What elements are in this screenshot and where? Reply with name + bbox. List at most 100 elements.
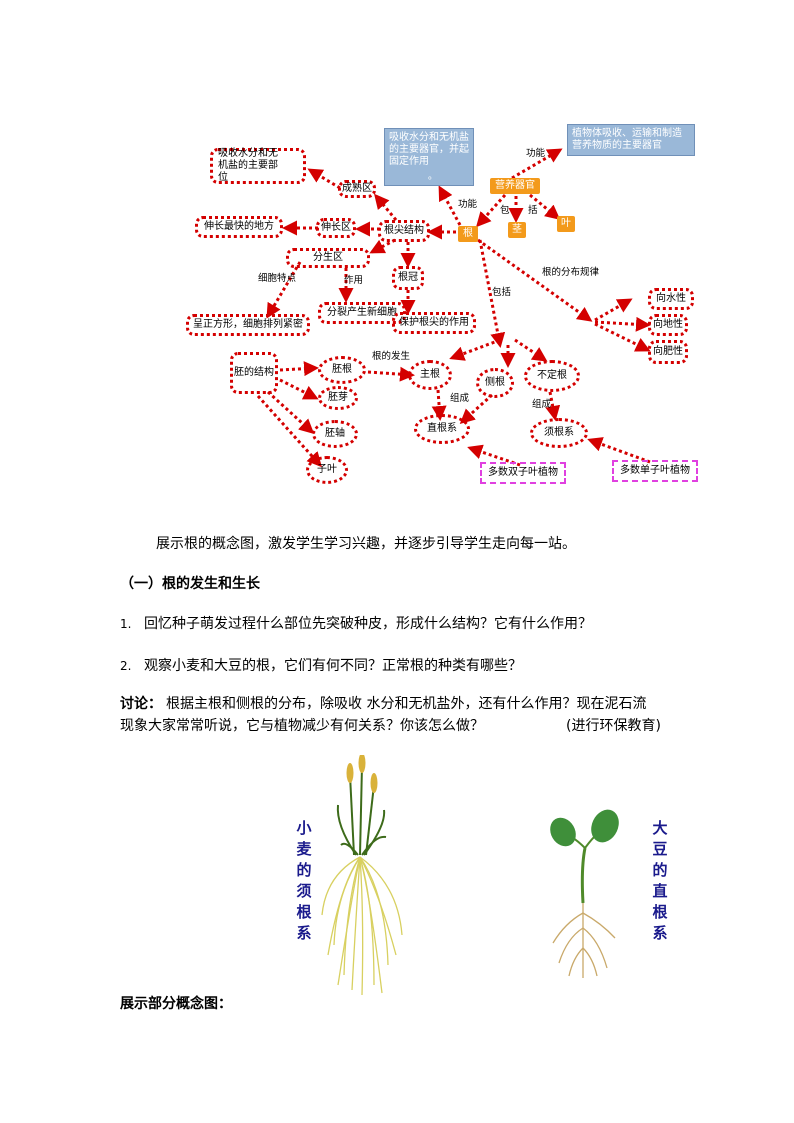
geotropism-text: 向地性 <box>653 319 683 330</box>
discussion-line-2: 现象大家常常听说，它与植物减少有何关系？你该怎么做？ <box>120 718 484 734</box>
lateral-root-text: 侧根 <box>485 377 505 388</box>
elongation-zone-text: 伸长区 <box>321 222 351 233</box>
adventitious-root-text: 不定根 <box>537 370 567 381</box>
node-protect-tip: 保护根尖的作用 <box>392 312 476 334</box>
label-compose-2: 组成 <box>532 399 552 410</box>
soybean-plant-illustration <box>550 809 619 978</box>
node-elongation-zone: 伸长区 <box>316 218 356 238</box>
discussion-line-1: 根据主根和侧根的分布，除吸收 水分和无机盐外，还有什么作用？现在泥石流 <box>166 696 647 712</box>
intro-paragraph: 展示根的概念图，激发学生学习兴趣，并逐步引导学生走向每一站。 <box>156 536 576 552</box>
node-root-tip-structure: 根尖结构 <box>378 220 430 242</box>
main-root-text: 主根 <box>420 369 440 380</box>
wheat-caption: 小 麦 的 须 根 系 <box>294 818 314 944</box>
wheat-caption-char: 麦 <box>296 840 312 858</box>
node-fibrous-root-system: 须根系 <box>530 418 588 448</box>
label-baokuo: 包括 <box>492 287 512 298</box>
node-maturation-zone: 成熟区 <box>338 180 376 198</box>
embryo-structure-text: 胚的结构 <box>234 367 274 378</box>
concept-map-arrows <box>256 148 651 468</box>
discussion-label: 讨论： <box>120 696 162 712</box>
root-cap-text: 根冠 <box>398 272 418 283</box>
protect-tip-text: 保护根尖的作用 <box>399 317 469 328</box>
hypocotyl-text: 胚轴 <box>325 428 345 439</box>
stem-text: 茎 <box>512 224 522 235</box>
question-1: 回忆种子萌发过程什么部位先突破种皮，形成什么结构？它有什么作用？ <box>144 616 592 632</box>
node-fertilizer-tropism: 向肥性 <box>648 340 688 364</box>
soybean-caption-char: 的 <box>652 861 668 879</box>
node-stem: 茎 <box>508 222 526 238</box>
discussion-note: (进行环保教育) <box>566 718 661 734</box>
node-embryo-structure: 胚的结构 <box>230 352 278 394</box>
label-bao: 包 <box>500 205 510 216</box>
fibrous-root-system-text: 须根系 <box>544 427 574 438</box>
node-geotropism: 向地性 <box>648 314 688 336</box>
blue-box-organ-function: 植物体吸收、运输和制造营养物质的主要器官 <box>567 124 695 156</box>
question-2: 观察小麦和大豆的根，它们有何不同？正常根的种类有哪些？ <box>144 658 522 674</box>
node-main-root: 主根 <box>408 360 452 390</box>
soybean-caption-char: 豆 <box>652 840 668 858</box>
label-function-1: 功能 <box>526 148 546 159</box>
monocots-text: 多数单子叶植物 <box>620 465 690 476</box>
node-hypocotyl: 胚轴 <box>312 420 358 448</box>
blue-box-root-function: 吸收水分和无机盐的主要器官，并起固定作用 <box>384 128 474 186</box>
blue-box-mark: 。 <box>428 171 438 182</box>
soybean-caption-char: 直 <box>652 882 668 900</box>
node-cell-shape: 呈正方形，细胞排列紧密 <box>186 314 310 336</box>
node-fastest-growth: 伸长最快的地方 <box>195 216 283 238</box>
node-nutrient-organ: 营养器官 <box>490 178 540 194</box>
label-cell-features: 细胞特点 <box>258 273 297 284</box>
node-radicle: 胚根 <box>318 356 366 384</box>
wheat-caption-char: 根 <box>296 903 312 921</box>
wheat-caption-char: 的 <box>296 861 312 879</box>
node-monocots: 多数单子叶植物 <box>612 460 698 482</box>
node-taproot-system: 直根系 <box>414 414 470 444</box>
plumule-text: 胚芽 <box>328 392 348 403</box>
label-compose-1: 组成 <box>450 393 470 404</box>
dicots-text: 多数双子叶植物 <box>488 467 558 478</box>
hydrotropism-text: 向水性 <box>656 293 686 304</box>
divide-cells-text: 分裂产生新细胞 <box>327 307 397 318</box>
taproot-system-text: 直根系 <box>427 423 457 434</box>
fertilizer-tropism-text: 向肥性 <box>653 346 683 357</box>
label-function-2: 功能 <box>458 199 478 210</box>
node-dicots: 多数双子叶植物 <box>480 462 566 484</box>
node-absorb-region: 吸收水分和无机盐的主要部位 <box>210 148 306 184</box>
organ-function-text: 植物体吸收、运输和制造营养物质的主要器官 <box>572 128 682 151</box>
node-meristem-zone: 分生区 <box>286 248 370 268</box>
root-concept-map: 吸收水分和无机盐的主要器官，并起固定作用 。 植物体吸收、运输和制造营养物质的主… <box>0 0 794 500</box>
leaf-text: 叶 <box>561 218 571 229</box>
q1-number: 1. <box>120 617 132 631</box>
wheat-caption-char: 系 <box>296 924 312 942</box>
cotyledon-text: 子叶 <box>317 464 337 475</box>
soybean-caption-char: 大 <box>652 819 668 837</box>
node-hydrotropism: 向水性 <box>648 288 694 310</box>
soybean-caption-char: 根 <box>652 903 668 921</box>
node-leaf: 叶 <box>557 216 575 232</box>
node-plumule: 胚芽 <box>318 386 358 410</box>
root-tip-structure-text: 根尖结构 <box>384 225 424 236</box>
node-cotyledon: 子叶 <box>306 456 348 484</box>
footer-heading: 展示部分概念图： <box>120 996 232 1012</box>
label-action: 作用 <box>344 275 364 286</box>
radicle-text: 胚根 <box>332 364 352 375</box>
wheat-plant-illustration <box>321 755 403 996</box>
root-text: 根 <box>463 228 473 239</box>
absorb-region-text: 吸收水分和无机盐的主要部位 <box>218 148 278 183</box>
soybean-caption-char: 系 <box>652 924 668 942</box>
section-title: （一）根的发生和生长 <box>120 576 260 592</box>
node-root-cap: 根冠 <box>392 266 424 290</box>
meristem-zone-text: 分生区 <box>313 252 343 263</box>
maturation-zone-text: 成熟区 <box>342 183 372 194</box>
cell-shape-text: 呈正方形，细胞排列紧密 <box>193 319 303 330</box>
fastest-growth-text: 伸长最快的地方 <box>204 221 274 232</box>
node-lateral-root: 侧根 <box>476 368 514 398</box>
root-function-text: 吸收水分和无机盐的主要器官，并起固定作用 <box>389 132 469 167</box>
label-kuo: 括 <box>528 205 538 216</box>
label-distribution: 根的分布规律 <box>542 267 600 278</box>
node-adventitious-root: 不定根 <box>524 360 580 392</box>
wheat-caption-char: 小 <box>296 819 312 837</box>
soybean-caption: 大 豆 的 直 根 系 <box>650 818 670 944</box>
label-root-origin: 根的发生 <box>372 351 411 362</box>
wheat-caption-char: 须 <box>296 882 312 900</box>
node-root: 根 <box>458 226 478 242</box>
